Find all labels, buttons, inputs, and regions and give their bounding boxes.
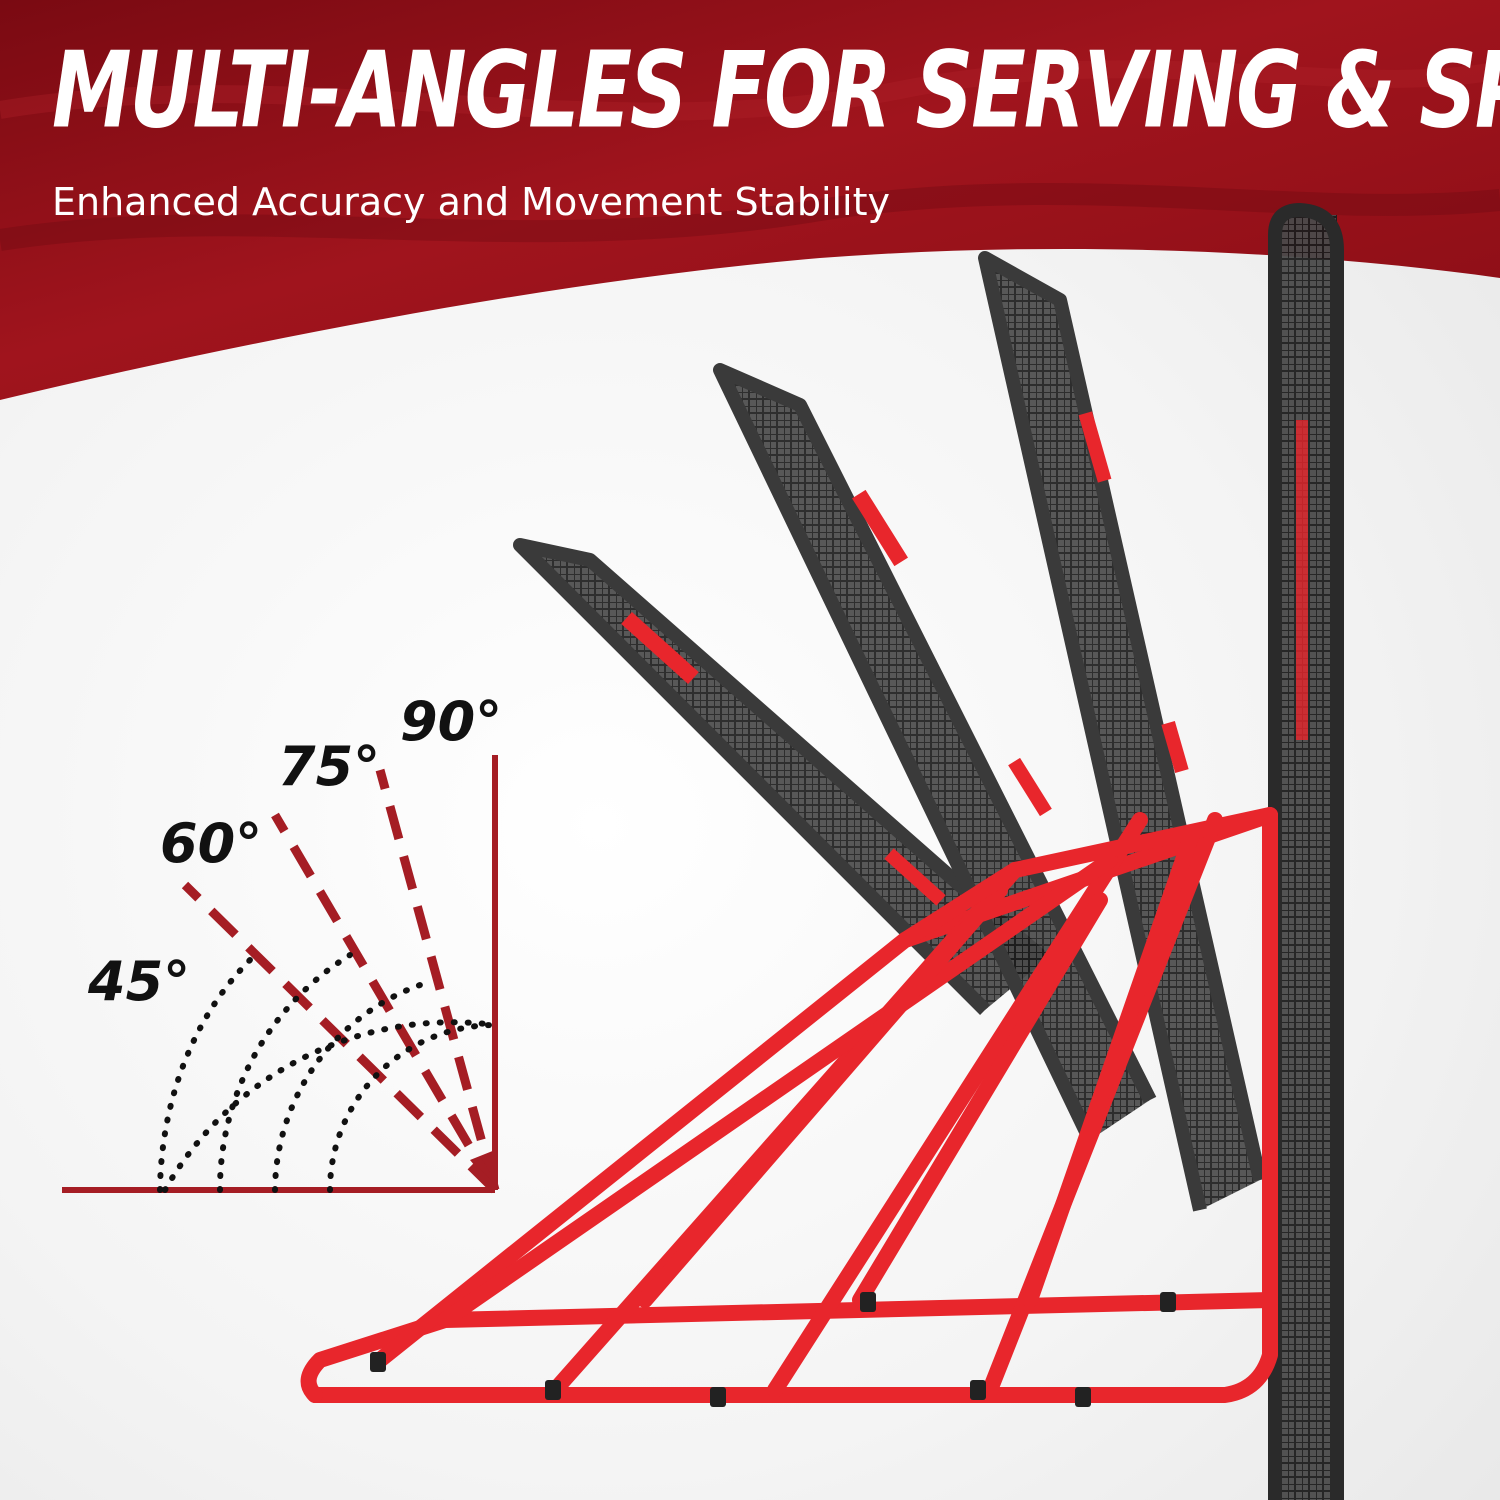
red-support-frame bbox=[300, 807, 1278, 1403]
net-panel-45 bbox=[513, 538, 1050, 1015]
net-panel-60 bbox=[713, 363, 1157, 1144]
dotted-arc-2 bbox=[216, 952, 353, 1193]
dashed-line-60 bbox=[271, 812, 499, 1193]
angle-label-45: 45° bbox=[87, 950, 190, 1013]
angle-label-60: 60° bbox=[160, 812, 262, 875]
dashed-line-75 bbox=[375, 768, 500, 1192]
dotted-arc-5 bbox=[157, 957, 253, 1193]
angle-label-90: 90° bbox=[400, 690, 502, 753]
subheadline: Enhanced Accuracy and Movement Stability bbox=[52, 180, 891, 224]
header-banner bbox=[0, 0, 1500, 400]
headline: MULTI-ANGLES FOR SERVING & SPIKING bbox=[52, 28, 1500, 152]
dotted-arc-3 bbox=[272, 982, 423, 1193]
angle-label-75: 75° bbox=[278, 735, 380, 798]
net-panel-90 bbox=[1268, 202, 1344, 1500]
rebounder-net-panels bbox=[513, 202, 1344, 1500]
frame-joints bbox=[370, 1292, 1176, 1407]
angle-diagram: 45° 60° 75° 90° bbox=[62, 690, 502, 1194]
dotted-arc-4 bbox=[327, 1022, 498, 1193]
net-panel-75 bbox=[978, 251, 1267, 1212]
dotted-arc-1 bbox=[162, 1019, 498, 1193]
